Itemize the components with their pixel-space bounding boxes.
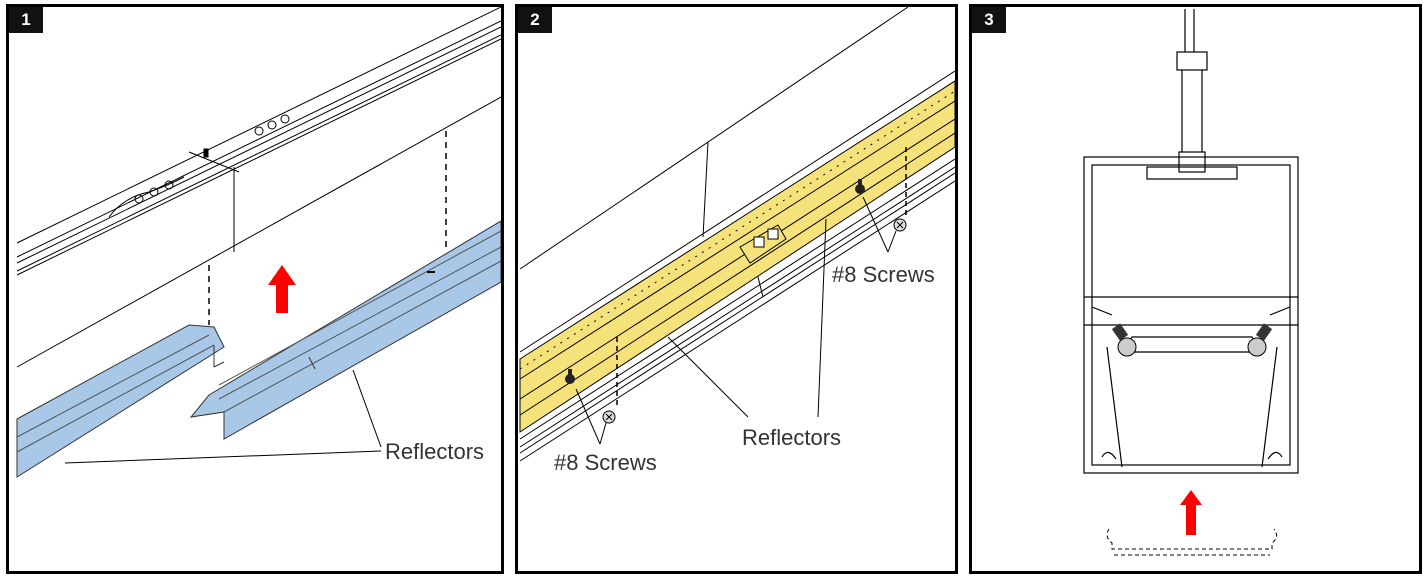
step-2-illustration: #8 Screws #8 Screws Reflectors — [519, 7, 955, 475]
reflectors-leaders — [64, 369, 382, 464]
step-2-panel: 2 — [515, 4, 958, 574]
step-1-badge: 1 — [9, 7, 43, 33]
step-3-badge: 3 — [972, 7, 1006, 33]
diffuser-lens — [1106, 528, 1278, 556]
up-arrow-icon — [1180, 490, 1202, 535]
fixture-cross-section — [1083, 156, 1299, 474]
screws-label-top: #8 Screws — [832, 262, 935, 287]
screw-guides — [616, 147, 907, 407]
step-1-panel: 1 — [6, 4, 504, 574]
fixture-housing — [519, 7, 955, 462]
step-3-illustration — [1083, 9, 1299, 556]
screws-label-bottom: #8 Screws — [554, 450, 657, 475]
step-1-illustration: Reflectors — [16, 7, 501, 478]
suspension-cable — [1176, 9, 1208, 173]
reflector-left — [16, 324, 225, 478]
up-arrow-icon — [268, 265, 296, 313]
reflector-right — [189, 220, 501, 440]
led-board — [519, 80, 955, 433]
screw-icon — [565, 179, 907, 424]
fixture-housing — [16, 7, 501, 368]
callout-leaders — [575, 196, 897, 445]
step-3-panel: 3 — [969, 4, 1422, 574]
screw-icon — [1111, 323, 1273, 357]
reflectors-label: Reflectors — [385, 439, 484, 464]
step-2-badge: 2 — [518, 7, 552, 33]
connector-bracket — [739, 224, 787, 264]
alignment-guides — [208, 131, 447, 325]
reflectors-label: Reflectors — [742, 425, 841, 450]
